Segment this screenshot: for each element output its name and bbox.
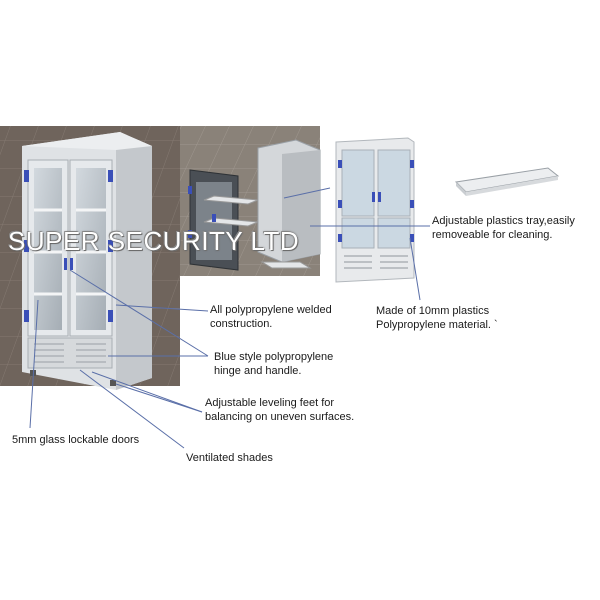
callout-shades-line1: Ventilated shades [186,452,273,464]
callout-feet-line2: balancing on uneven surfaces. [205,411,355,423]
callout-material-line1: Made of 10mm plastics [376,305,490,317]
callout-doors-line1: 5mm glass lockable doors [12,434,140,446]
watermark-text: SUPER SECURITY LTD [8,226,300,256]
callout-welded-line1: All polypropylene welded [210,304,332,316]
callout-feet-line1: Adjustable leveling feet for [205,397,335,409]
exploded-view-photo [180,126,321,276]
callout-welded: All polypropylene welded construction. [210,303,332,331]
tray-image [454,167,560,196]
callout-tray-line1: Adjustable plastics tray,easily [432,215,575,227]
callout-hinge-line2: hinge and handle. [214,365,302,377]
callout-hinge-line1: Blue style polypropylene [214,351,334,363]
callout-feet: Adjustable leveling feet for balancing o… [205,396,354,424]
cabinet-render [335,137,415,283]
main-cabinet-photo [0,126,180,390]
callout-material-line2: Polypropylene material. ` [376,319,498,331]
callout-welded-line2: construction. [210,318,273,330]
callout-tray: Adjustable plastics tray,easily removeab… [432,214,575,242]
callout-material: Made of 10mm plastics Polypropylene mate… [376,304,498,332]
callout-shades: Ventilated shades [186,451,273,465]
callout-tray-line2: removeable for cleaning. [432,229,553,241]
leader-lines [29,187,430,449]
callout-doors: 5mm glass lockable doors [12,433,139,447]
callout-hinge: Blue style polypropylene hinge and handl… [214,350,333,378]
